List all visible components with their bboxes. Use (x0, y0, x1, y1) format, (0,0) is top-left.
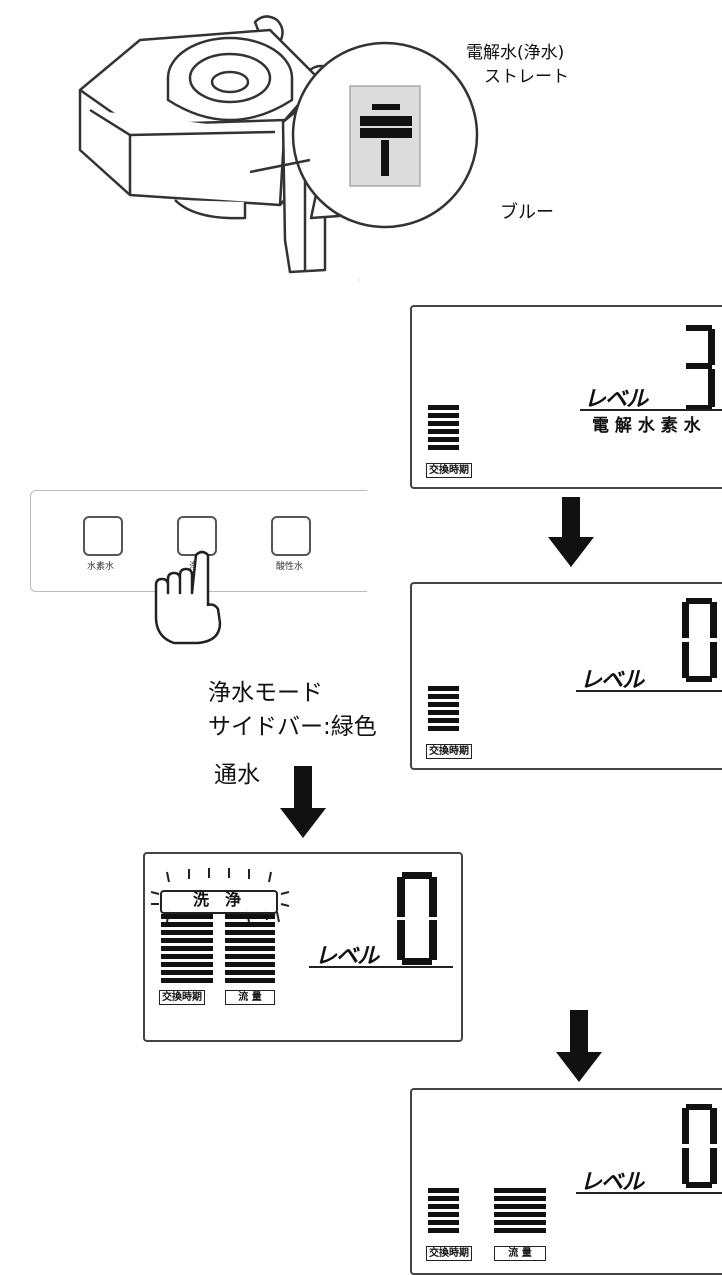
filter-life-bars (428, 405, 459, 453)
exchange-tag: 交換時期 (426, 463, 472, 478)
level-underline (309, 966, 453, 968)
filter-life-bars (161, 914, 213, 986)
lcd-display-4: レベル 交換時期 流 量 (410, 1088, 722, 1275)
digit-0-segments (682, 598, 717, 682)
digit-0-segments (682, 1104, 717, 1188)
callout-lens (250, 41, 479, 229)
level-label: レベル (580, 668, 644, 693)
lcd-display-3: 洗 浄 交換時期 流 量 レベル (143, 852, 463, 1042)
exchange-tag: 交換時期 (426, 1246, 472, 1261)
filter-life-bars (428, 1188, 459, 1236)
wash-indicator (160, 890, 278, 914)
flow-tag: 流 量 (494, 1246, 546, 1261)
exchange-tag: 交換時期 (159, 990, 205, 1005)
level-underline (580, 409, 722, 411)
level-label: レベル (584, 387, 648, 412)
down-arrow-3 (556, 1010, 602, 1082)
callout-line2: ストレート (484, 67, 569, 87)
acidic-water-button[interactable] (271, 516, 311, 556)
level-label: レベル (315, 944, 379, 969)
level-label: レベル (580, 1170, 644, 1195)
down-arrow-2 (280, 766, 326, 838)
filter-life-bars (428, 686, 459, 734)
hydrogen-water-label: 水素水 (87, 562, 115, 572)
hydrogen-water-button[interactable] (83, 516, 123, 556)
mode-label: 電 解 水 素 水 (592, 416, 701, 436)
wash-label: 洗 浄 (192, 890, 241, 909)
flashing-indicator-marks (150, 868, 290, 907)
exchange-tag: 交換時期 (426, 744, 472, 759)
down-arrow-1 (548, 497, 594, 567)
lcd-display-2: レベル 交換時期 (410, 582, 722, 770)
flow-tag: 流 量 (225, 990, 275, 1005)
pointing-hand-icon (154, 550, 222, 645)
acidic-water-label: 酸性水 (276, 562, 304, 572)
callout-color-label: ブルー (500, 202, 554, 223)
callout-line1: 電解水(浄水) (466, 43, 565, 63)
level-underline (576, 690, 722, 692)
flow-rate-bars (494, 1188, 546, 1236)
lcd-display-1: レベル 電 解 水 素 水 交換時期 (410, 305, 722, 489)
mode-caption-line1: 浄水モード (208, 680, 323, 706)
digit-3-segments (686, 325, 715, 411)
flow-caption: 通水 (214, 762, 260, 788)
level-underline (576, 1192, 722, 1194)
flow-rate-bars (225, 914, 275, 986)
mode-caption-line2: サイドバー:緑色 (208, 714, 377, 740)
digit-0-segments (397, 872, 437, 965)
